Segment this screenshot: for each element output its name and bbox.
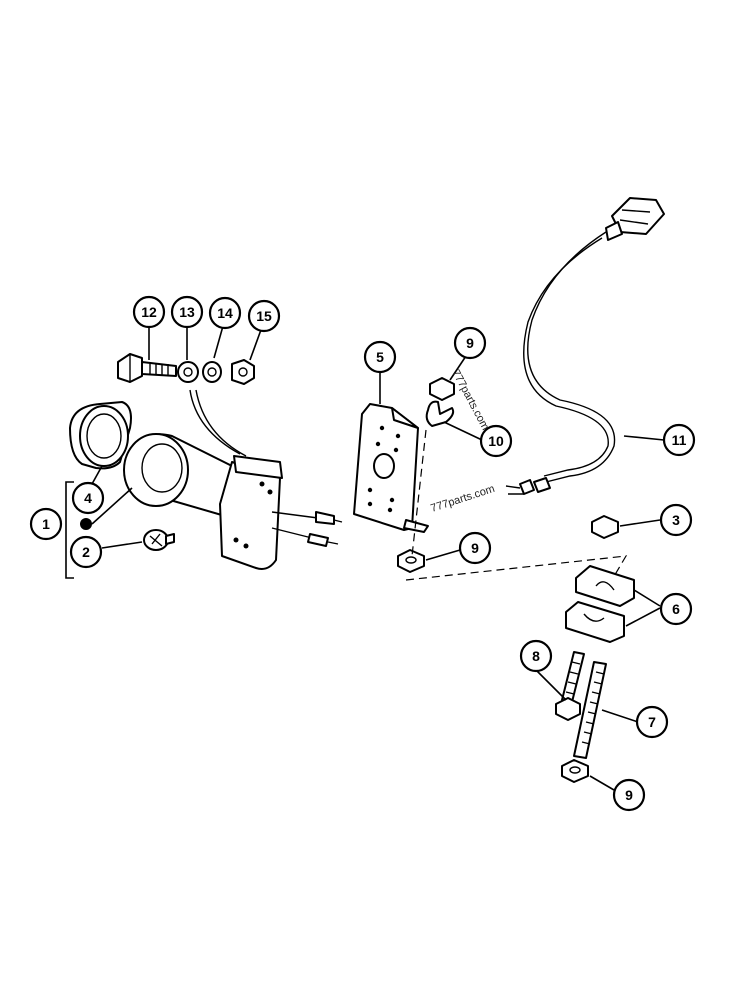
callout-1: 1	[29, 507, 63, 541]
lock-washer-part	[202, 361, 222, 383]
hex-nut-part-9c	[561, 759, 589, 783]
mounting-plate-part	[353, 403, 429, 533]
svg-text:3: 3	[672, 512, 680, 528]
callout-7: 7	[635, 705, 669, 739]
callout-9-bottom: 9	[612, 778, 646, 812]
callout-12: 12	[132, 295, 166, 329]
gauge-wire-2	[195, 389, 247, 457]
wing-nut-part	[425, 400, 455, 427]
svg-text:1: 1	[42, 516, 50, 532]
callout-15: 15	[247, 299, 281, 333]
gauge-terminal-leads	[271, 511, 343, 547]
callout-13: 13	[170, 295, 204, 329]
hex-nut-part-15	[231, 359, 255, 385]
callout-8: 8	[519, 639, 553, 673]
svg-text:9: 9	[466, 335, 474, 351]
gauge-wire	[189, 389, 241, 455]
callout-6: 6	[659, 592, 693, 626]
svg-text:10: 10	[488, 433, 504, 449]
gauge-mounting-bracket	[219, 455, 283, 570]
leader-lines	[91, 325, 665, 791]
callout-14: 14	[208, 296, 242, 330]
svg-text:13: 13	[179, 304, 195, 320]
callout-5: 5	[363, 340, 397, 374]
bolt-part-8	[555, 651, 585, 721]
callout-2: 2	[69, 535, 103, 569]
svg-text:12: 12	[141, 304, 157, 320]
clamp-block-lower	[565, 601, 625, 643]
bolt-part	[117, 353, 177, 383]
watermark-diagonal: 777parts.com	[429, 483, 496, 515]
clamp-block-upper	[575, 565, 635, 607]
assembly-line-1	[411, 429, 427, 557]
svg-text:11: 11	[672, 432, 687, 448]
wiring-harness-part	[505, 197, 665, 495]
gauge-bezel-part	[69, 401, 132, 470]
svg-text:15: 15	[256, 308, 272, 324]
callout-11: 11	[662, 423, 696, 457]
flat-washer-part	[177, 361, 199, 383]
svg-text:5: 5	[376, 349, 384, 365]
callout-9-top: 9	[453, 326, 487, 360]
svg-text:8: 8	[532, 648, 540, 664]
svg-text:2: 2	[82, 544, 90, 560]
svg-text:7: 7	[648, 714, 656, 730]
callout-3: 3	[659, 503, 693, 537]
svg-text:14: 14	[217, 305, 233, 321]
lamp-socket-part	[143, 529, 175, 551]
hex-nut-part-3	[591, 515, 619, 539]
kit-bracket	[65, 481, 74, 579]
gauge-body-part	[123, 433, 233, 519]
hex-nut-part-9a	[429, 377, 455, 401]
kit-marker-dot	[80, 518, 92, 530]
callout-10: 10	[479, 424, 513, 458]
svg-text:9: 9	[625, 787, 633, 803]
svg-text:6: 6	[672, 601, 680, 617]
callout-4: 4	[71, 481, 105, 515]
svg-text:4: 4	[84, 490, 92, 506]
hex-nut-part-9b	[397, 549, 425, 573]
svg-text:9: 9	[471, 540, 479, 556]
stud-part-7	[573, 661, 607, 759]
watermark-vertical: 777parts.com	[449, 368, 491, 432]
callout-9-middle: 9	[458, 531, 492, 565]
